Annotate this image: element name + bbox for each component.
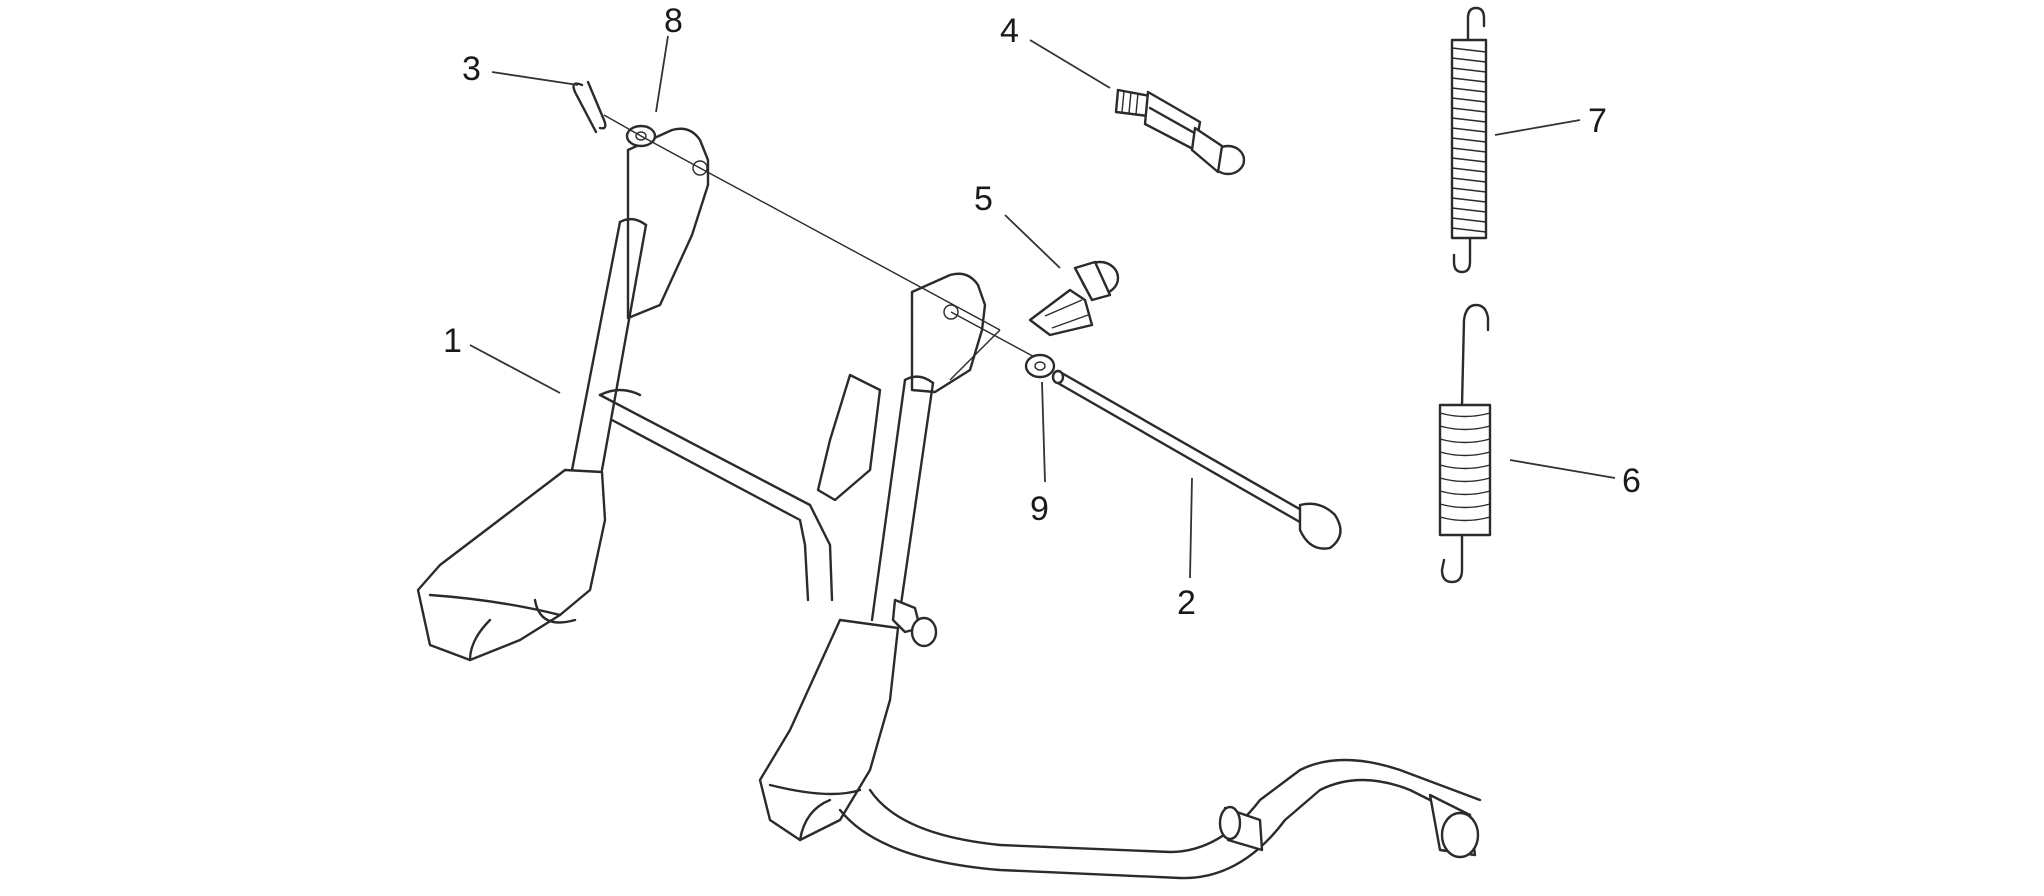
leader-line-9 (1041, 381, 1046, 483)
leader-line-2 (1189, 477, 1193, 579)
leader-line-5 (1004, 214, 1061, 269)
callout-8: 8 (664, 2, 683, 40)
rubber-stop-part (1028, 260, 1120, 337)
cotter-pin-part (572, 80, 607, 134)
callout-6: 6 (1622, 462, 1641, 500)
long-spring-part (1450, 6, 1488, 274)
callout-2: 2 (1177, 584, 1196, 622)
callout-4: 4 (1000, 12, 1019, 50)
leader-line-1 (469, 344, 561, 394)
callout-9: 9 (1030, 490, 1049, 528)
callout-7: 7 (1588, 102, 1607, 140)
callout-3: 3 (462, 50, 481, 88)
callout-5: 5 (974, 180, 993, 218)
center-stand-part (416, 127, 1482, 880)
pivot-shaft-part (1051, 369, 1342, 550)
leader-line-7 (1494, 119, 1581, 136)
leader-line-8 (655, 35, 669, 113)
leader-lines (469, 35, 1616, 579)
washer-part-9 (1024, 353, 1056, 379)
leader-line-4 (1029, 39, 1111, 89)
callout-1: 1 (443, 322, 462, 360)
short-spring-part (1438, 303, 1492, 584)
callout-labels: 1 2 3 4 5 6 7 8 9 (443, 2, 1641, 622)
leader-line-3 (491, 71, 579, 86)
leader-line-6 (1509, 459, 1616, 479)
stop-bolt-part (1114, 88, 1246, 176)
